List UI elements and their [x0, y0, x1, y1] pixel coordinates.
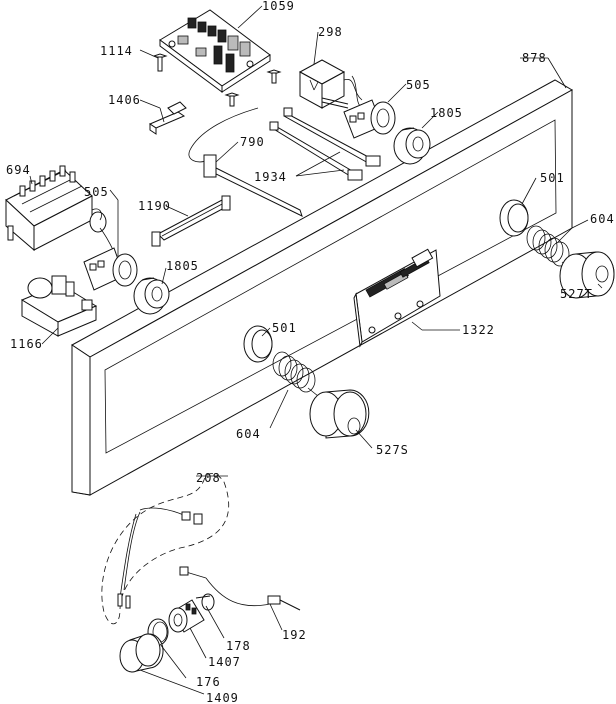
spring-604-left: [272, 351, 319, 397]
leader-lines: [29, 5, 603, 695]
label-501-right: 501: [540, 171, 565, 185]
thermostat-1166: [20, 275, 98, 337]
lamp-holder-178: [195, 593, 215, 611]
motor-298: [298, 59, 363, 109]
label-208: 208: [196, 471, 221, 485]
control-panel-878: [71, 79, 574, 496]
knob-527T: [559, 251, 615, 299]
label-505-top: 505: [406, 78, 431, 92]
label-192: 192: [282, 628, 307, 642]
label-176: 176: [196, 675, 221, 689]
label-1190: 1190: [138, 199, 171, 213]
label-527T: 527T: [560, 287, 593, 301]
switch-505-left: [83, 227, 138, 291]
wire-harness-1934: [269, 107, 381, 181]
label-1805-left: 1805: [166, 259, 199, 273]
label-298: 298: [318, 25, 343, 39]
label-1114: 1114: [100, 44, 133, 58]
label-1406: 1406: [108, 93, 141, 107]
lens-cover-1409: [119, 633, 164, 673]
ring-1805-left: [133, 277, 170, 315]
label-694: 694: [6, 163, 31, 177]
part-labels: 1059 1114 298 878 505 1406 1805 790 1934…: [6, 0, 615, 704]
label-501-left: 501: [272, 321, 297, 335]
label-878: 878: [522, 51, 547, 65]
label-604-left: 604: [236, 427, 261, 441]
lamp-1407: [168, 599, 205, 633]
display-board-1322: [353, 248, 441, 348]
knob-527S: [309, 389, 370, 439]
bezel-501-left: [243, 325, 273, 363]
switch-505-top: [343, 75, 396, 139]
sensor-790: [188, 107, 303, 217]
label-1166: 1166: [10, 337, 43, 351]
label-790: 790: [240, 135, 265, 149]
selector-switch-694: [5, 165, 107, 252]
wiring-loop-208: [101, 473, 229, 625]
label-1322: 1322: [462, 323, 495, 337]
label-527S: 527S: [376, 443, 409, 457]
bracket-1406: [148, 101, 187, 135]
label-1059: 1059: [262, 0, 295, 13]
circuit-board-1059: [159, 9, 271, 93]
lamp-lead-192: [179, 566, 301, 611]
label-1409: 1409: [206, 691, 239, 704]
label-1407: 1407: [208, 655, 241, 669]
ring-1805-top: [393, 127, 431, 165]
spacer-1114: [152, 53, 282, 107]
label-1934: 1934: [254, 170, 287, 184]
label-1805-top: 1805: [430, 106, 463, 120]
ribbon-cable-1190: [151, 195, 231, 247]
label-505-left: 505: [84, 185, 109, 199]
label-604-right: 604: [590, 212, 615, 226]
label-178: 178: [226, 639, 251, 653]
bezel-501-right: [499, 199, 529, 237]
